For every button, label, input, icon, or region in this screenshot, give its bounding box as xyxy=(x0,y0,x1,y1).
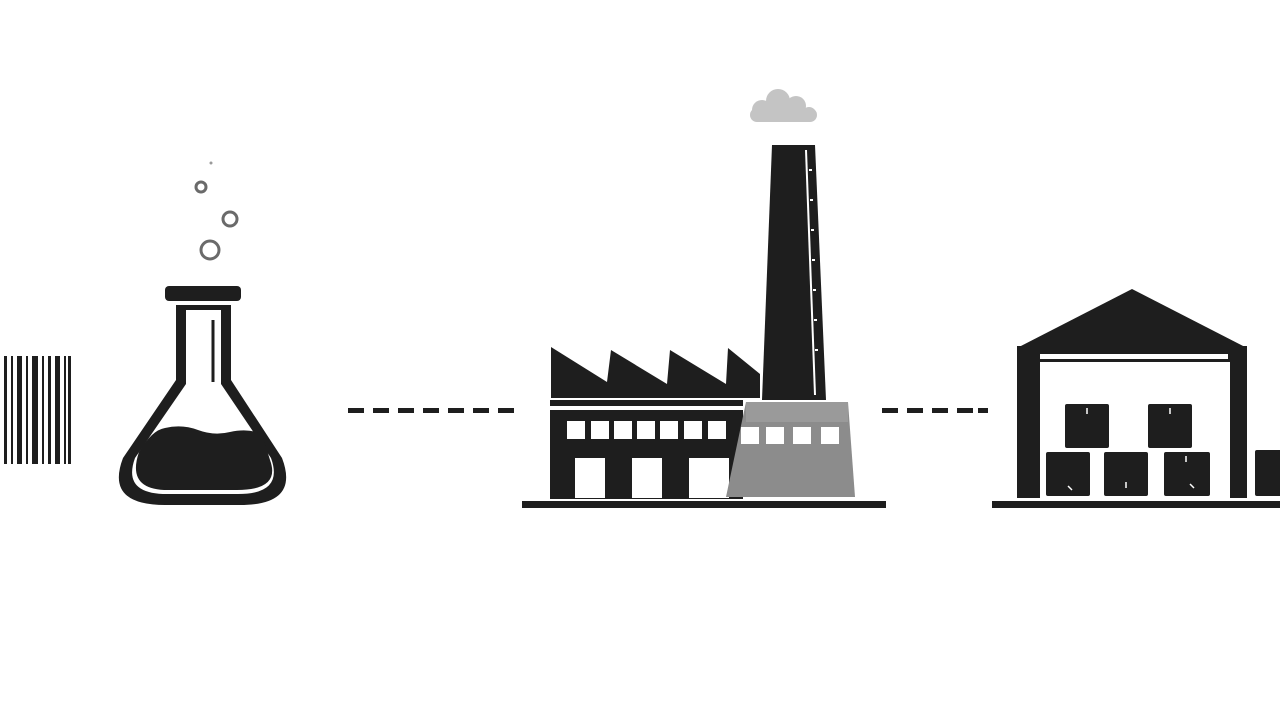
factory-icon xyxy=(522,89,886,508)
warehouse-icon xyxy=(992,289,1280,508)
flask-icon xyxy=(118,161,287,505)
barcode-icon xyxy=(4,356,71,464)
boxes-icon xyxy=(1046,404,1280,496)
connector-factory-warehouse xyxy=(882,408,988,413)
connector-lab-factory xyxy=(348,408,514,413)
bubbles-icon xyxy=(194,180,239,261)
smoke-icon xyxy=(750,89,817,122)
